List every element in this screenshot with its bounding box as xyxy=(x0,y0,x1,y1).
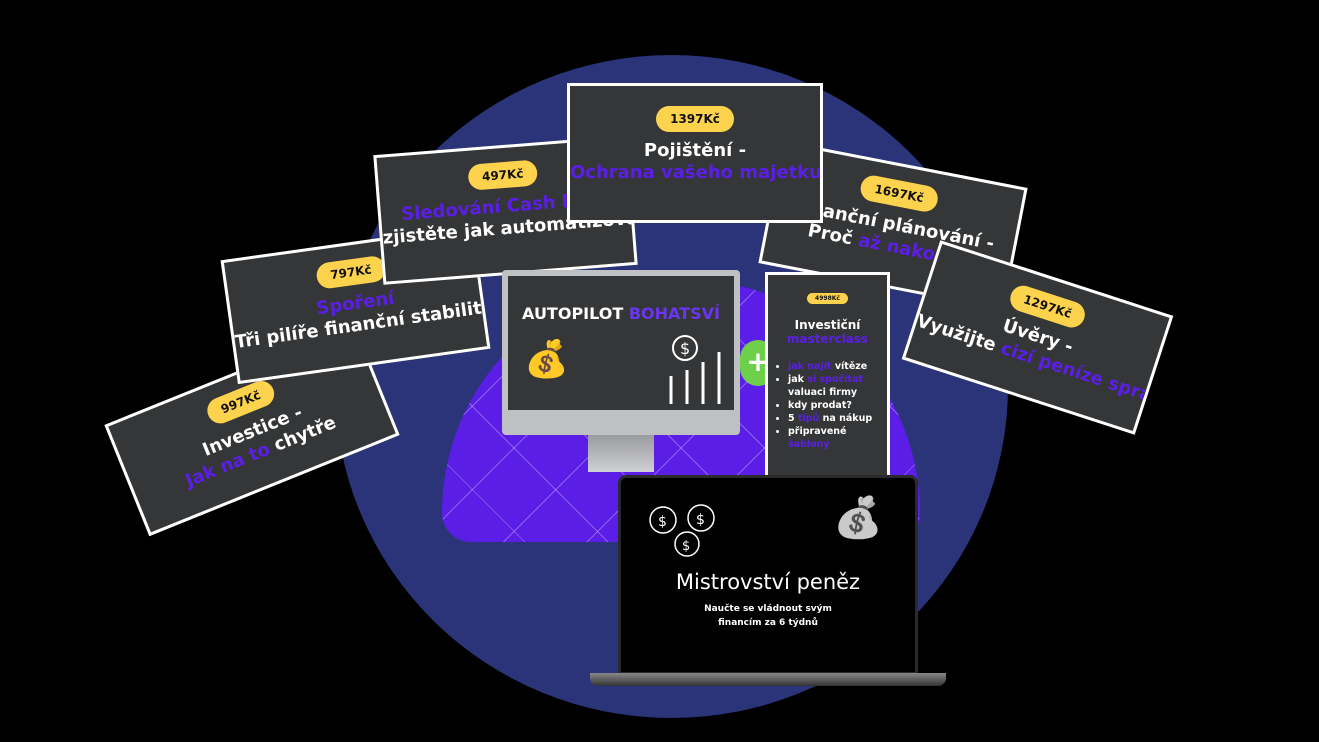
monitor-title: AUTOPILOT xyxy=(522,304,624,323)
svg-text:$: $ xyxy=(658,514,667,530)
monitor-title-highlight: BOHATSVÍ xyxy=(628,304,720,323)
card-title-highlight: masterclass xyxy=(786,332,869,346)
list-item: připravené šablony xyxy=(788,425,887,451)
list-item: 5 tipů na nákup xyxy=(788,412,887,425)
card-subtitle: Ochrana vašeho majetku xyxy=(570,162,822,183)
coins-icon: $ $ $ xyxy=(649,504,715,557)
monitor-stand xyxy=(588,435,654,472)
laptop-subtitle: Naučte se vládnout svým xyxy=(704,604,832,614)
price-badge: 797Kč xyxy=(314,254,388,291)
course-card-pojisteni[interactable]: 1397Kč Pojištění - Ochrana vašeho majetk… xyxy=(567,83,823,223)
course-card-masterclass[interactable]: 4998Kč Investiční masterclass jak najít … xyxy=(765,272,890,484)
list-item: kdy prodat? xyxy=(788,399,887,412)
laptop-base xyxy=(590,673,946,686)
svg-text:$: $ xyxy=(682,539,690,554)
money-bag-icon: 💰 xyxy=(833,495,883,541)
price-badge: 1397Kč xyxy=(656,106,734,132)
card-title: Pojištění - xyxy=(643,140,747,161)
price-badge: 497Kč xyxy=(467,159,539,191)
price-badge: 4998Kč xyxy=(807,293,848,304)
list-item: jak si spočítat valuaci firmy xyxy=(788,373,887,399)
card-title: Investiční xyxy=(794,318,861,332)
price-badge: 1697Kč xyxy=(858,173,940,214)
money-bag-icon: 💰 xyxy=(524,339,569,380)
feature-list: jak najít vítěze jak si spočítat valuaci… xyxy=(768,360,887,451)
svg-text:$: $ xyxy=(680,339,690,358)
svg-text:$: $ xyxy=(696,512,705,528)
list-item: jak najít vítěze xyxy=(788,360,887,373)
growth-arrows-icon: $ xyxy=(669,335,721,404)
laptop-title: Mistrovství peněz xyxy=(675,570,861,594)
laptop-mistrovstvi-penez: $ $ $ 💰 Mistrovství peněz Naučte se vládno… xyxy=(618,475,918,675)
monitor-autopilot: AUTOPILOT BOHATSVÍ 💰 $ xyxy=(502,270,740,435)
laptop-subtitle: financím za 6 týdnů xyxy=(718,618,818,628)
